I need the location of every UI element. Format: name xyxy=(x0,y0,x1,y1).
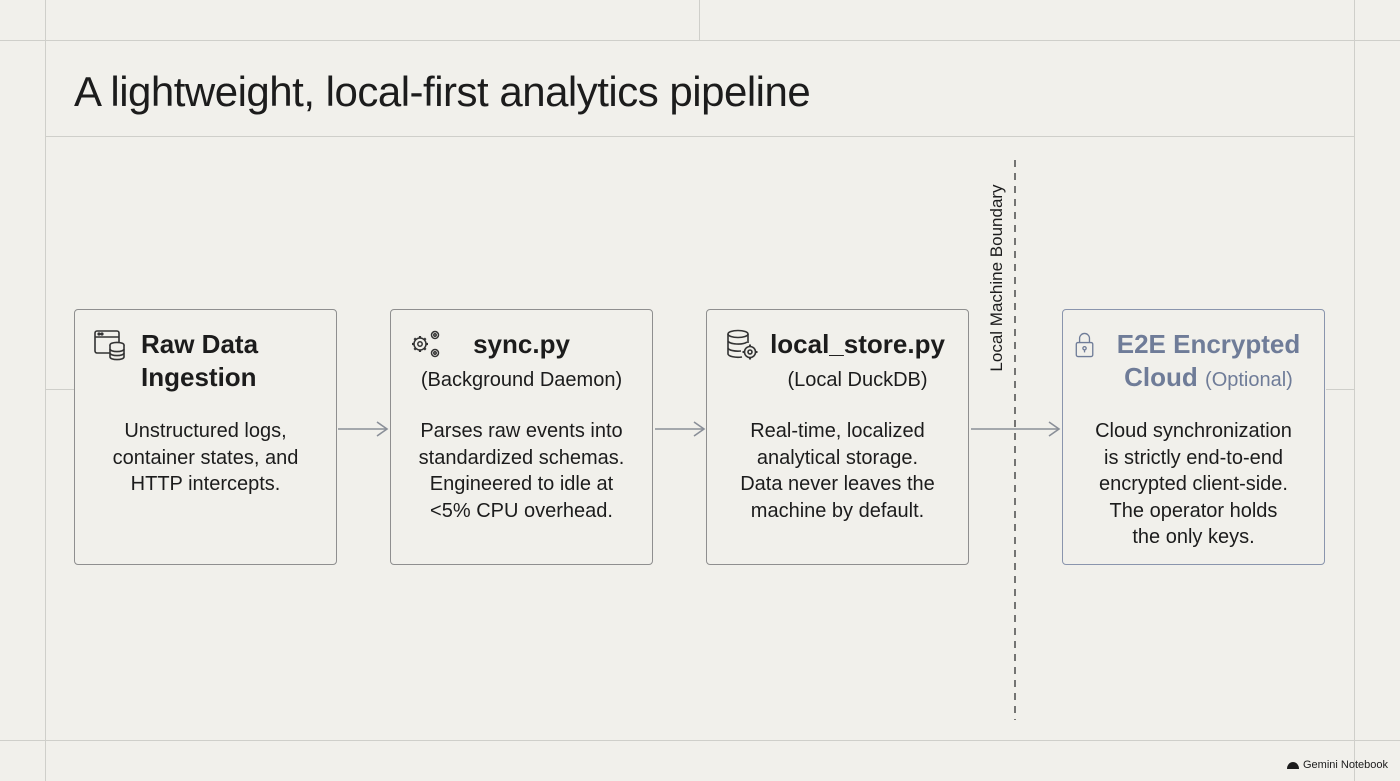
brand-watermark: Gemini Notebook xyxy=(1287,759,1388,771)
stage-sync: sync.py (Background Daemon) Parses raw e… xyxy=(390,309,653,565)
grid-rule-bottom xyxy=(0,740,1400,741)
stage-e2e-encrypted-cloud: E2E Encrypted Cloud (Optional) Cloud syn… xyxy=(1062,309,1325,565)
stage-raw-data-ingestion: Raw Data Ingestion Unstructured logs, co… xyxy=(74,309,337,565)
arrow-ingest-to-sync xyxy=(338,421,389,437)
optional-label: (Optional) xyxy=(1205,369,1293,391)
grid-rule-header xyxy=(45,136,1355,137)
stage-description: Parses raw events into standardized sche… xyxy=(418,420,625,522)
grid-rule-mid xyxy=(699,0,700,40)
gears-icon xyxy=(412,330,440,358)
arrow-sync-to-store xyxy=(655,421,706,437)
brand-label: Gemini Notebook xyxy=(1303,759,1388,771)
stage-title: local_store.py xyxy=(770,329,945,359)
lock-icon xyxy=(1075,332,1094,358)
grid-rule-top xyxy=(0,40,1400,41)
brand-icon xyxy=(1287,762,1299,769)
stage-title: E2E Encrypted Cloud (Optional) xyxy=(1116,329,1301,392)
stage-title: Raw Data Ingestion xyxy=(141,329,259,392)
stage-subtitle: (Background Daemon) xyxy=(420,369,623,391)
window-database-icon xyxy=(94,330,125,361)
grid-rule-right-stub xyxy=(1326,389,1355,390)
grid-rule-right xyxy=(1354,0,1355,781)
grid-rule-left xyxy=(45,0,46,781)
stage-title: sync.py xyxy=(473,329,570,359)
stage-local-store: local_store.py (Local DuckDB) Real-time,… xyxy=(706,309,969,565)
stage-description: Cloud synchronization is strictly end-to… xyxy=(1095,420,1292,548)
stage-description: Unstructured logs, container states, and… xyxy=(112,420,299,495)
boundary-label: Local Machine Boundary xyxy=(987,184,1006,372)
stage-description: Real-time, localized analytical storage.… xyxy=(740,420,935,522)
stage-subtitle: (Local DuckDB) xyxy=(787,369,928,391)
arrow-store-to-cloud xyxy=(971,421,1061,437)
database-gear-icon xyxy=(727,329,758,360)
page-title: A lightweight, local-first analytics pip… xyxy=(74,68,811,115)
grid-rule-left-stub xyxy=(45,389,74,390)
